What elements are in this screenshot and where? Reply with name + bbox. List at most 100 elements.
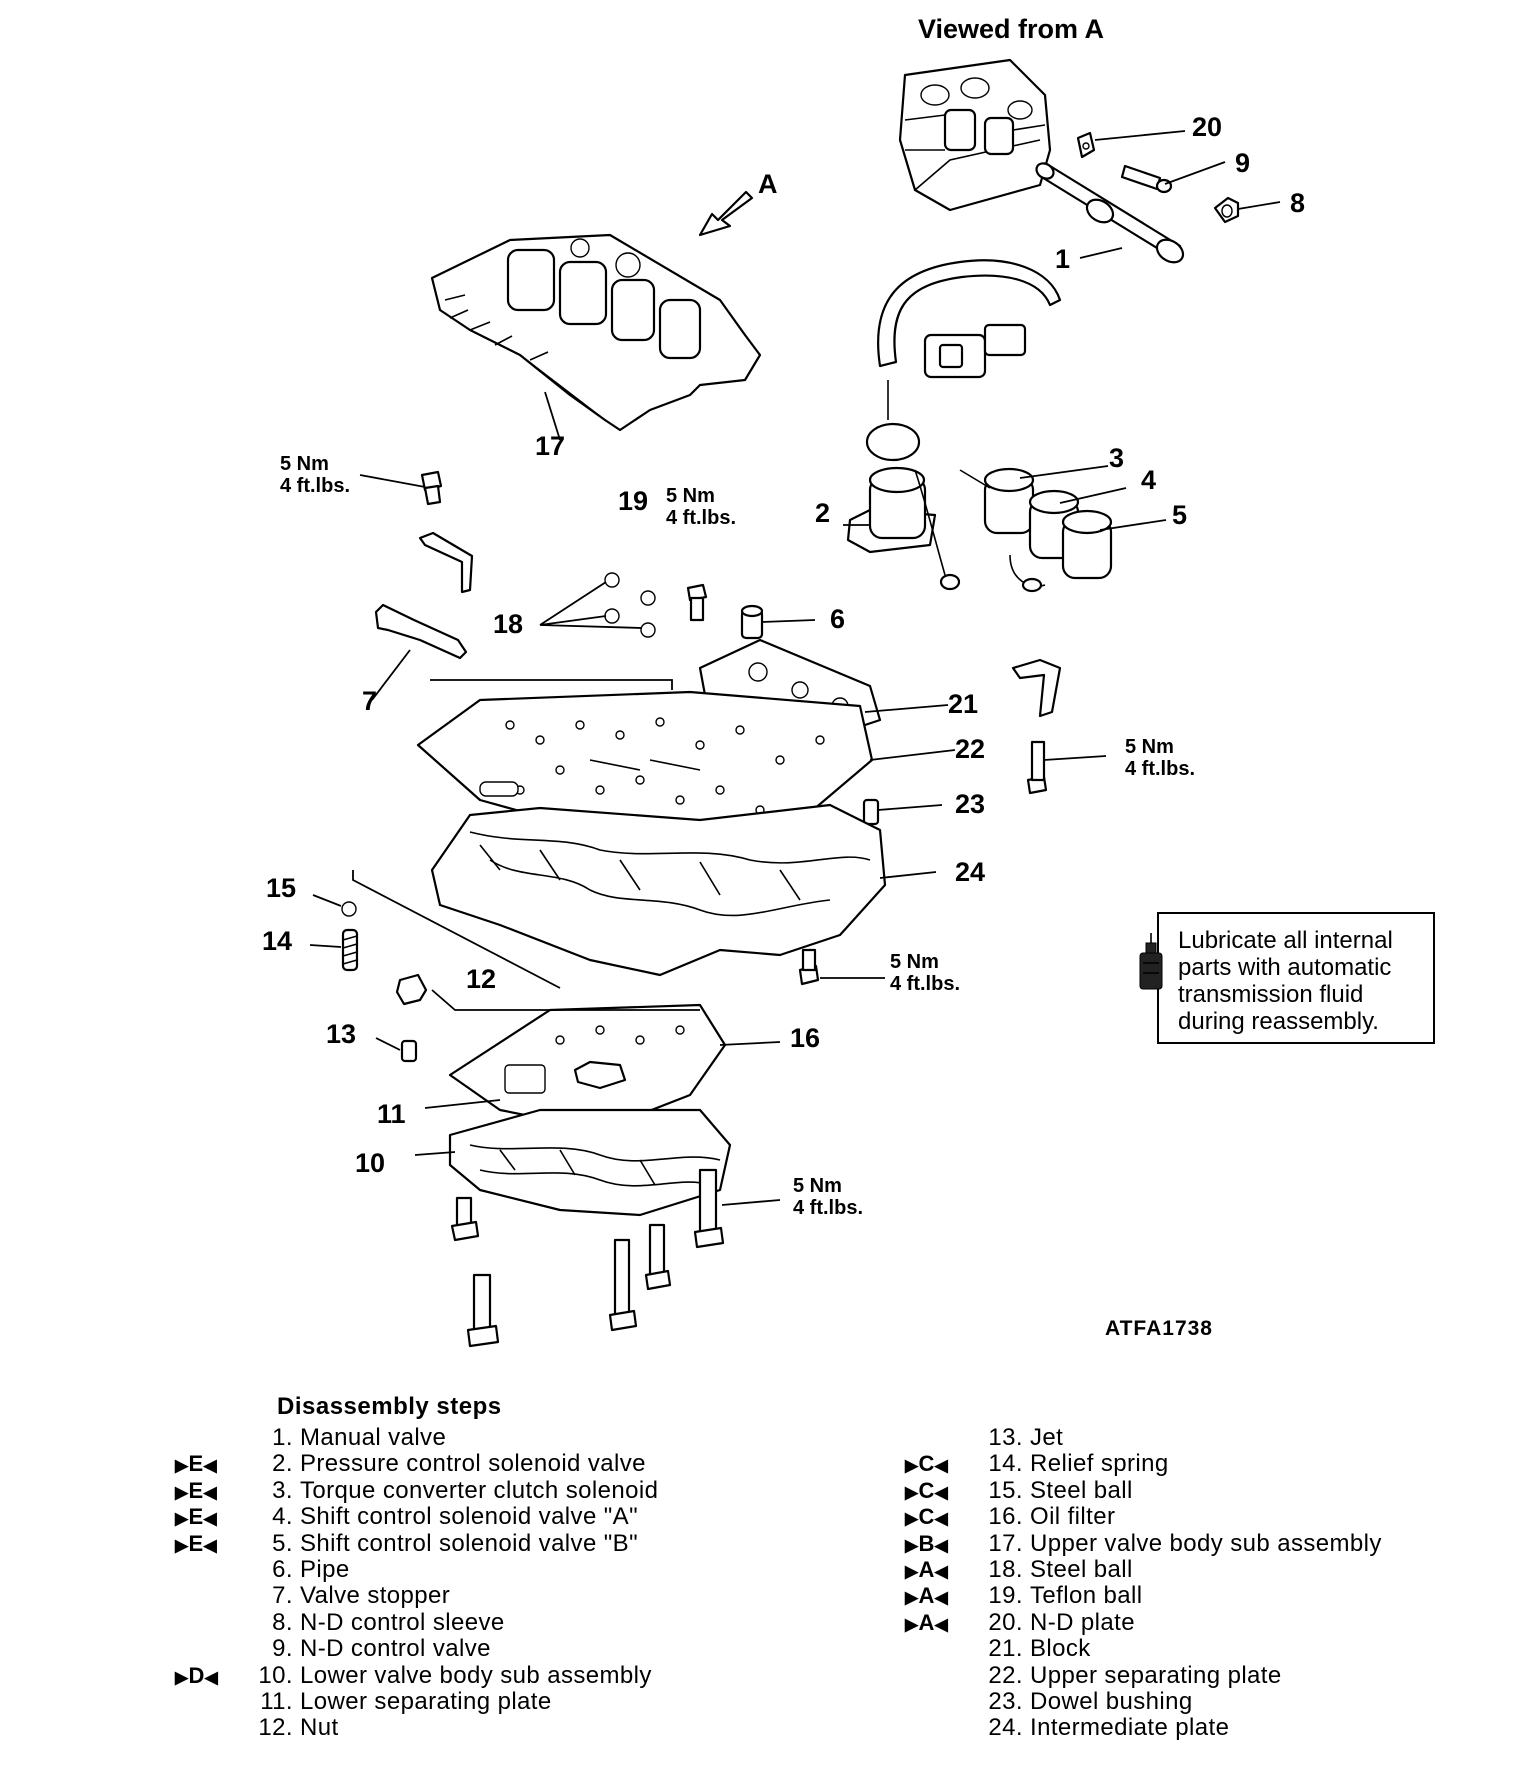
- bolt-right-part: [1026, 740, 1048, 795]
- step-number: 21.: [988, 1635, 1023, 1663]
- step-text: Steel ball: [1030, 1476, 1133, 1504]
- service-mark-icon: ▶B◀: [905, 1530, 949, 1556]
- callout-18: 18: [493, 609, 523, 639]
- step-text: Nut: [300, 1714, 339, 1742]
- step-number: 7.: [272, 1582, 293, 1610]
- nd-plate-part: [1076, 131, 1096, 159]
- callout-11: 11: [377, 1099, 406, 1129]
- step-number: 3.: [272, 1476, 293, 1504]
- torque-label-5-value: 5 Nm: [793, 1175, 842, 1197]
- callout-21: 21: [948, 689, 978, 719]
- disassembly-step: ▶E◀ 2.Pressure control solenoid valve: [175, 1450, 735, 1478]
- torque-label-4-value: 5 Nm: [890, 951, 939, 973]
- step-number: 6.: [272, 1555, 293, 1583]
- arrow-a-label: A: [758, 169, 778, 199]
- pressure-control-solenoid-part: [846, 466, 961, 591]
- steps-list-right: 13. Jet▶C◀14.Relief spring▶C◀15.Steel bal…: [905, 1424, 1465, 1742]
- lower-valve-body-part: [448, 1108, 732, 1217]
- disassembly-step: 6.Pipe: [175, 1555, 735, 1583]
- disassembly-step: ▶E◀5.Shift control solenoid valve "B": [175, 1529, 735, 1557]
- callout-12: 12: [466, 964, 496, 994]
- step-text: N-D control sleeve: [300, 1608, 505, 1636]
- note-line-1: Lubricate all internal: [1178, 927, 1393, 954]
- step-number: 20.: [988, 1608, 1023, 1636]
- shift-solenoid-b-part: [1009, 509, 1113, 593]
- step-text: Lower separating plate: [300, 1687, 552, 1715]
- jet-part: [400, 1039, 418, 1063]
- valve-stopper-part: [374, 531, 474, 660]
- disassembly-step: ▶C◀16.Oil filter: [905, 1503, 1465, 1531]
- disassembly-step: ▶C◀15.Steel ball: [905, 1476, 1465, 1504]
- callout-24: 24: [955, 857, 985, 887]
- service-mark-icon: ▶E◀: [175, 1504, 218, 1530]
- step-number: 23.: [988, 1687, 1023, 1715]
- callout-19: 19: [618, 486, 648, 516]
- callout-2: 2: [815, 498, 830, 528]
- step-number: 13.: [988, 1424, 1023, 1451]
- service-mark-icon: ▶A◀: [905, 1556, 949, 1582]
- step-number: 2.: [272, 1450, 293, 1478]
- view-title: Viewed from A: [918, 14, 1104, 44]
- note-line-2: parts with automatic: [1178, 954, 1391, 981]
- callout-9: 9: [1235, 148, 1250, 178]
- disassembly-step: ▶A◀18.Steel ball: [905, 1555, 1465, 1583]
- service-mark-icon: ▶C◀: [905, 1504, 949, 1530]
- dowel-bushing-part: [862, 798, 880, 826]
- step-number: 24.: [988, 1714, 1023, 1742]
- disassembly-step: ▶E◀4.Shift control solenoid valve "A": [175, 1503, 735, 1531]
- disassembly-step: 12.Nut: [175, 1714, 735, 1742]
- bolt-mid-part: [798, 948, 820, 986]
- service-mark-icon: ▶C◀: [905, 1451, 949, 1477]
- step-number: 17.: [988, 1529, 1023, 1557]
- disassembly-step: ▶D◀10.Lower valve body sub assembly: [175, 1661, 735, 1689]
- disassembly-step: 9.N-D control valve: [175, 1635, 735, 1662]
- callout-16: 16: [790, 1023, 820, 1053]
- pipe-part: [740, 604, 764, 640]
- disassembly-step: 24.Intermediate plate: [905, 1714, 1465, 1742]
- callout-13: 13: [326, 1019, 356, 1049]
- step-text: Torque converter clutch solenoid: [300, 1476, 659, 1504]
- upper-valve-body-part: [430, 233, 762, 432]
- callout-8: 8: [1290, 188, 1305, 218]
- steel-ball-15-part: [341, 901, 357, 917]
- callout-14: 14: [262, 926, 292, 956]
- callout-23: 23: [955, 789, 985, 819]
- callout-1: 1: [1055, 244, 1070, 274]
- step-text: Shift control solenoid valve "B": [300, 1529, 639, 1557]
- arrow-a-icon: [698, 190, 754, 237]
- steel-balls-part: [604, 572, 656, 638]
- disassembly-step: 11.Lower separating plate: [175, 1687, 735, 1715]
- step-text: Jet: [1030, 1424, 1064, 1451]
- nd-plate-lower-part: [1011, 658, 1062, 718]
- service-mark-icon: ▶E◀: [175, 1477, 218, 1503]
- step-text: Valve stopper: [300, 1582, 451, 1610]
- step-number: 1.: [272, 1424, 293, 1451]
- disassembly-step: ▶A◀20.N-D plate: [905, 1608, 1465, 1636]
- callout-3: 3: [1109, 443, 1124, 473]
- bolt-top-left-part: [420, 470, 443, 506]
- torque-labels: 5 Nm 4 ft.lbs. 5 Nm 4 ft.lbs. 5 Nm 4 ft.…: [280, 453, 1195, 1219]
- step-text: Upper separating plate: [1030, 1661, 1282, 1689]
- torque-label-4-imperial: 4 ft.lbs.: [890, 973, 960, 995]
- step-number: 18.: [988, 1555, 1023, 1583]
- upper-body-view-a-illustration: [898, 58, 1052, 212]
- callout-5: 5: [1172, 500, 1187, 530]
- torque-label-3-value: 5 Nm: [1125, 736, 1174, 758]
- torque-label-2-value: 5 Nm: [666, 485, 715, 507]
- torque-label-5-imperial: 4 ft.lbs.: [793, 1197, 863, 1219]
- step-number: 4.: [272, 1503, 293, 1531]
- service-mark-icon: ▶E◀: [175, 1451, 218, 1477]
- step-text: Pressure control solenoid valve: [300, 1450, 646, 1478]
- callout-numbers: 1 2 3 4 5 6 7 8 9 10 11 12 13 14 15 16 1…: [262, 112, 1305, 1178]
- disassembly-step: ▶C◀14.Relief spring: [905, 1450, 1465, 1477]
- step-text: Oil filter: [1030, 1503, 1116, 1531]
- step-number: 10.: [258, 1661, 293, 1689]
- step-number: 22.: [988, 1661, 1023, 1689]
- step-number: 12.: [258, 1714, 293, 1742]
- torque-label-1-imperial: 4 ft.lbs.: [280, 475, 350, 497]
- manual-valve-part: [1035, 162, 1185, 264]
- torque-label-2-imperial: 4 ft.lbs.: [666, 507, 736, 529]
- service-mark-icon: ▶A◀: [905, 1609, 949, 1635]
- bolts-bottom-part: [450, 1168, 725, 1348]
- lubrication-note: Lubricate all internal parts with automa…: [1139, 912, 1435, 1044]
